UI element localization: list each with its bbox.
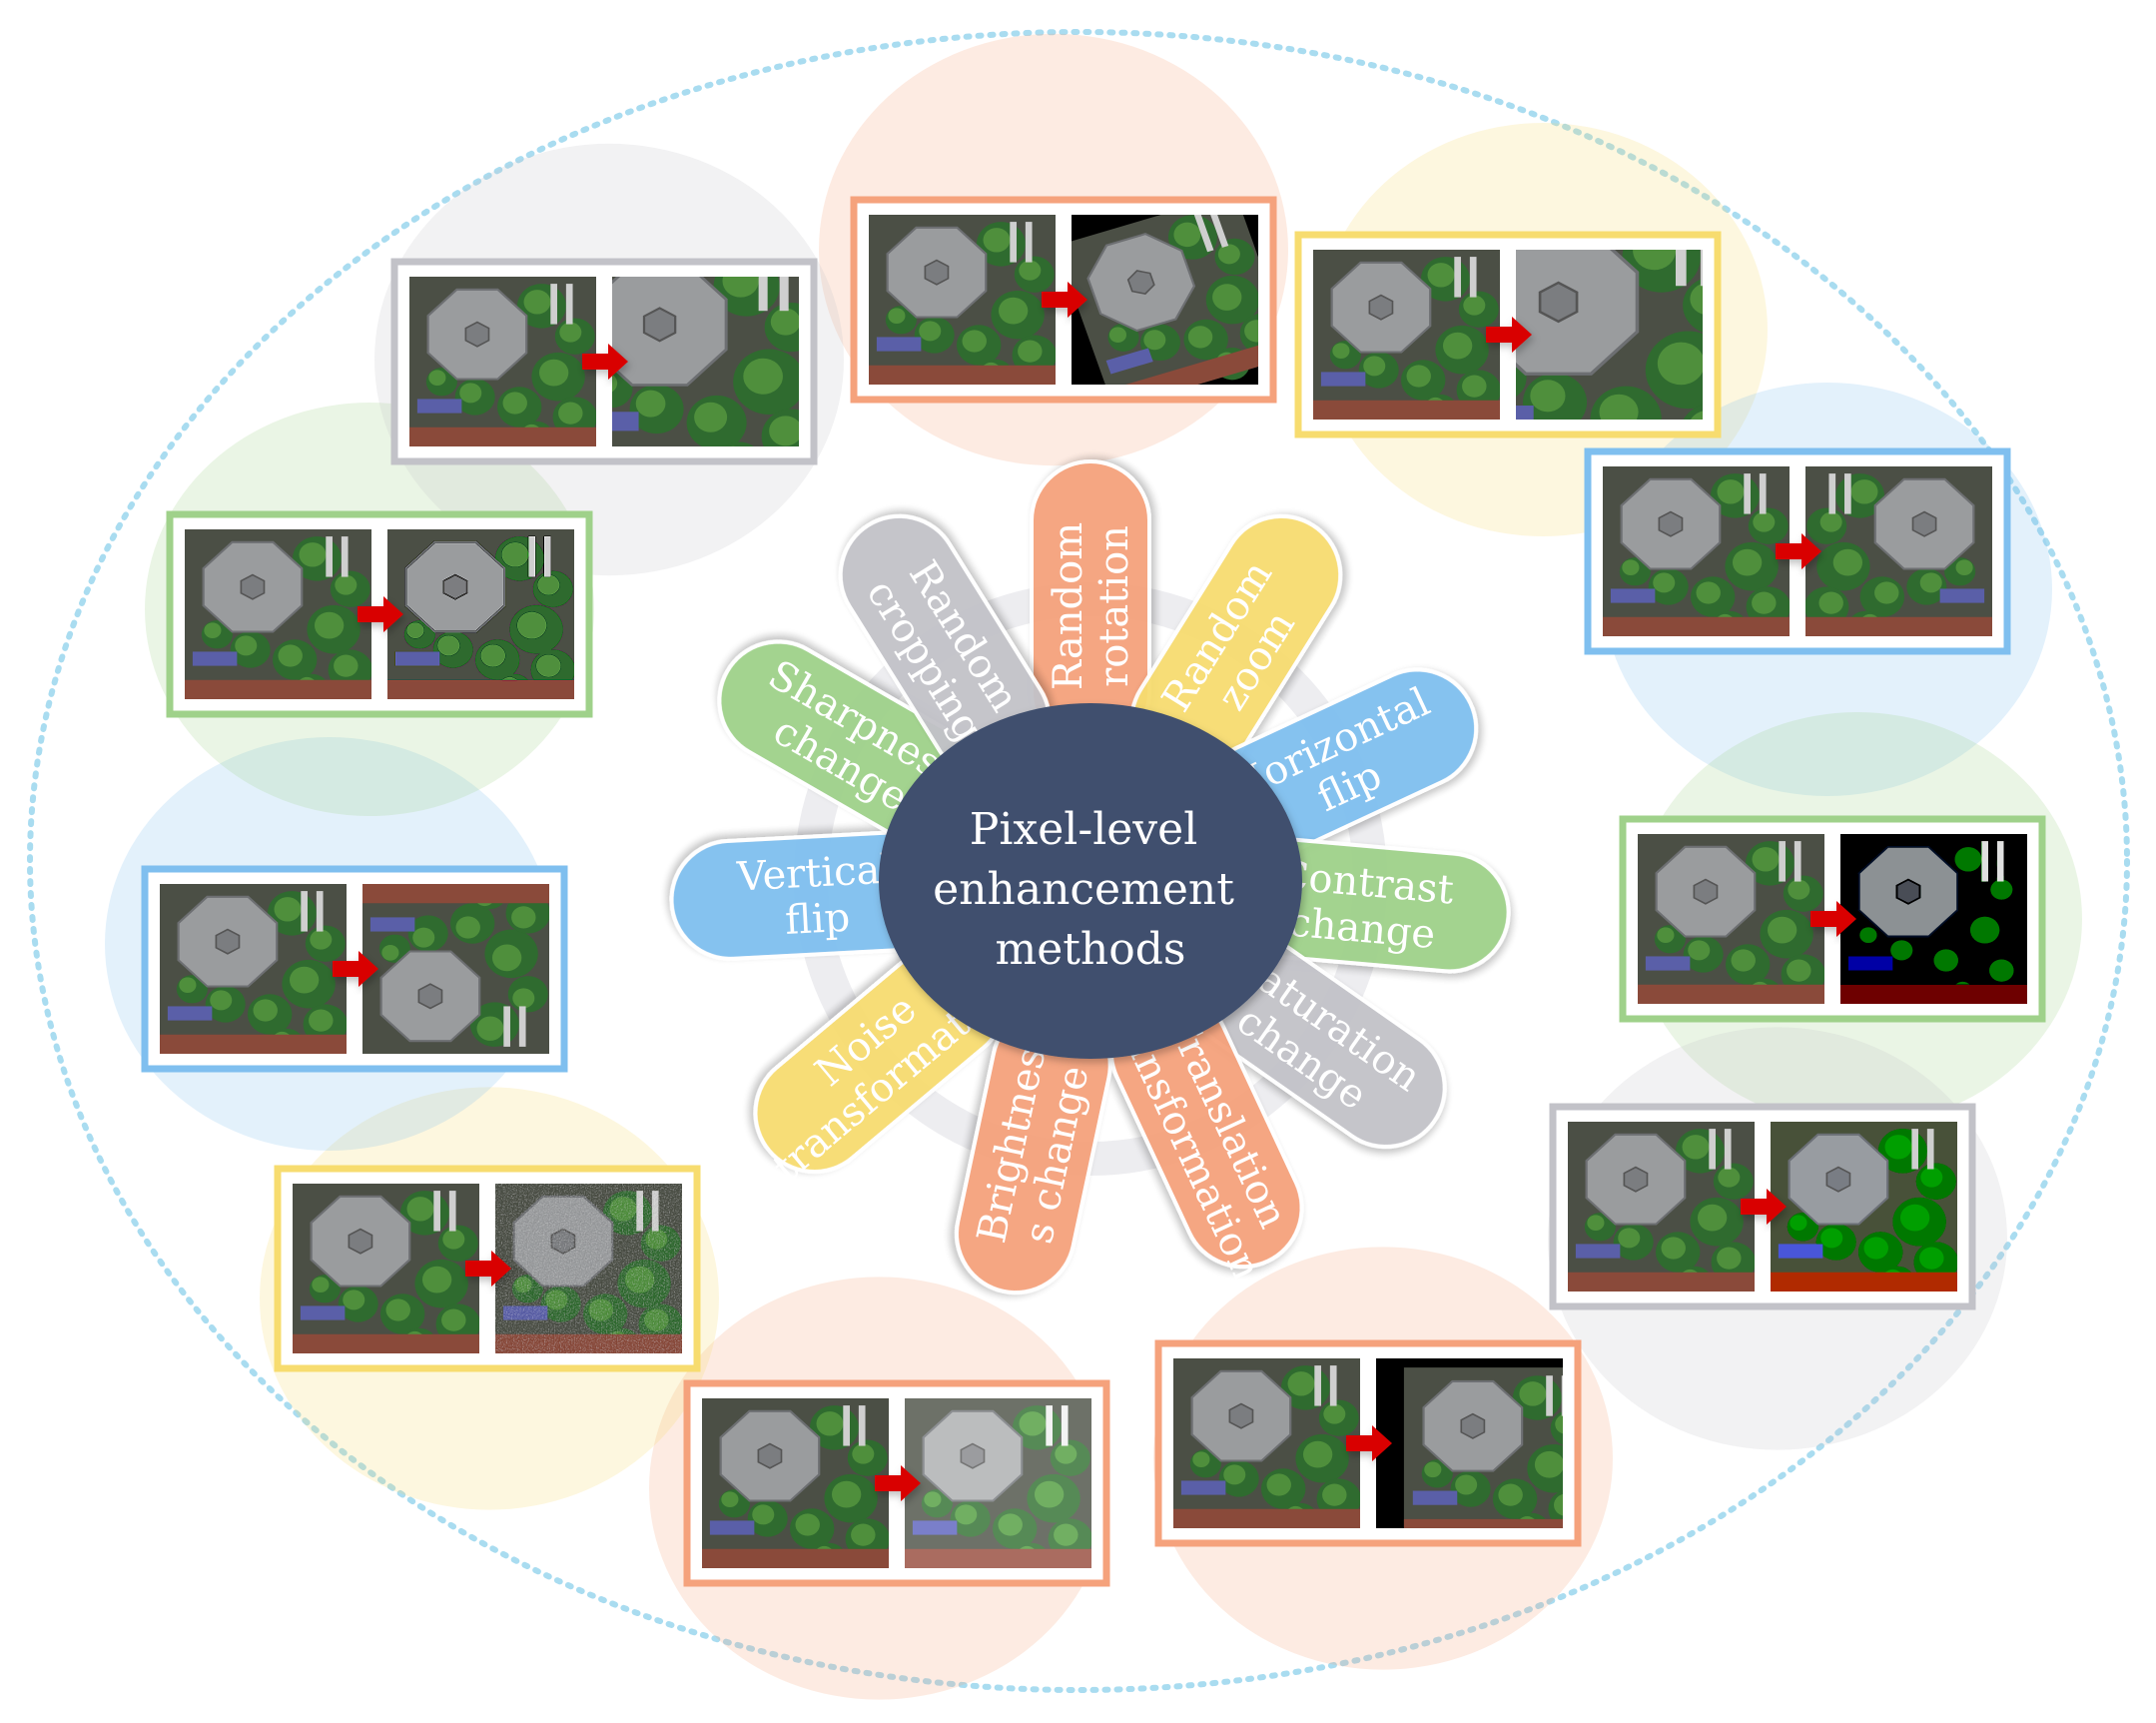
aerial-image [1636,832,1826,1006]
aerial-image [360,882,551,1056]
aerial-image [1311,248,1502,422]
petal-random-zoom: Randomzoom [1129,513,1343,782]
aerial-image [1171,1356,1362,1530]
outer-boundary [27,29,2130,1693]
aerial-image [493,1182,684,1355]
transform-arrow-icon [358,596,403,632]
aerial-image [291,1182,481,1355]
example-panel-brightness-change [683,1379,1110,1587]
transform-arrow-icon [582,344,628,380]
center-label: Pixel-level enhancement methods [933,804,1248,975]
transform-arrow-icon [333,951,378,987]
example-panel-random-zoom [1294,231,1722,438]
aerial-image [407,275,598,448]
center-hub: Pixel-level enhancement methods [879,703,1302,1059]
example-panel-random-rotation [850,196,1277,404]
aerial-image [1803,464,1994,638]
petal-label-line: Random [1046,522,1091,690]
transform-arrow-icon [465,1251,511,1287]
example-panel-vertical-flip [141,865,568,1073]
example-panel-random-cropping [390,258,818,465]
example-panel-horizontal-flip [1584,447,2011,655]
transform-arrow-icon [1741,1189,1787,1225]
transform-arrow-icon [875,1465,921,1501]
aerial-image [903,1396,1093,1570]
example-panels [141,196,2046,1587]
petal-label-line: Vertical [735,846,894,900]
aerial-image [1601,464,1792,638]
aerial-image [1514,248,1705,422]
transform-arrow-icon [1346,1425,1392,1461]
aerial-image [1566,1120,1757,1293]
example-panel-noise-transformation [274,1165,701,1372]
aerial-image [1070,213,1260,387]
example-panel-sharpness-change [166,510,593,718]
center-label-line: enhancement [933,864,1234,915]
transform-arrow-icon [1810,901,1856,937]
transform-arrow-icon [1042,282,1087,318]
example-panel-contrast-change [1619,815,2046,1023]
aerial-image [183,527,373,701]
petal-random-rotation: Randomrotation [1030,459,1151,753]
aerial-image [1769,1120,1959,1293]
transform-arrow-icon [1776,533,1821,569]
aerial-image [867,213,1058,387]
petal-label-line: flip [784,895,851,944]
aerial-image [385,527,576,701]
example-panel-translation-transformation [1154,1339,1582,1547]
petal-label-line: rotation [1091,525,1137,687]
center-label-line: Pixel-level [970,804,1198,855]
petal-label-random-rotation: Randomrotation [1046,522,1137,690]
aerial-image [158,882,349,1056]
example-panel-saturation-change [1549,1103,1976,1310]
aerial-image [610,275,801,448]
aerial-image [700,1396,891,1570]
aerial-image [1838,832,2029,1006]
center-label-line: methods [995,924,1185,975]
petal-label-vertical-flip: Verticalflip [735,846,897,946]
transform-arrow-icon [1486,317,1532,353]
aerial-image [1374,1356,1565,1530]
